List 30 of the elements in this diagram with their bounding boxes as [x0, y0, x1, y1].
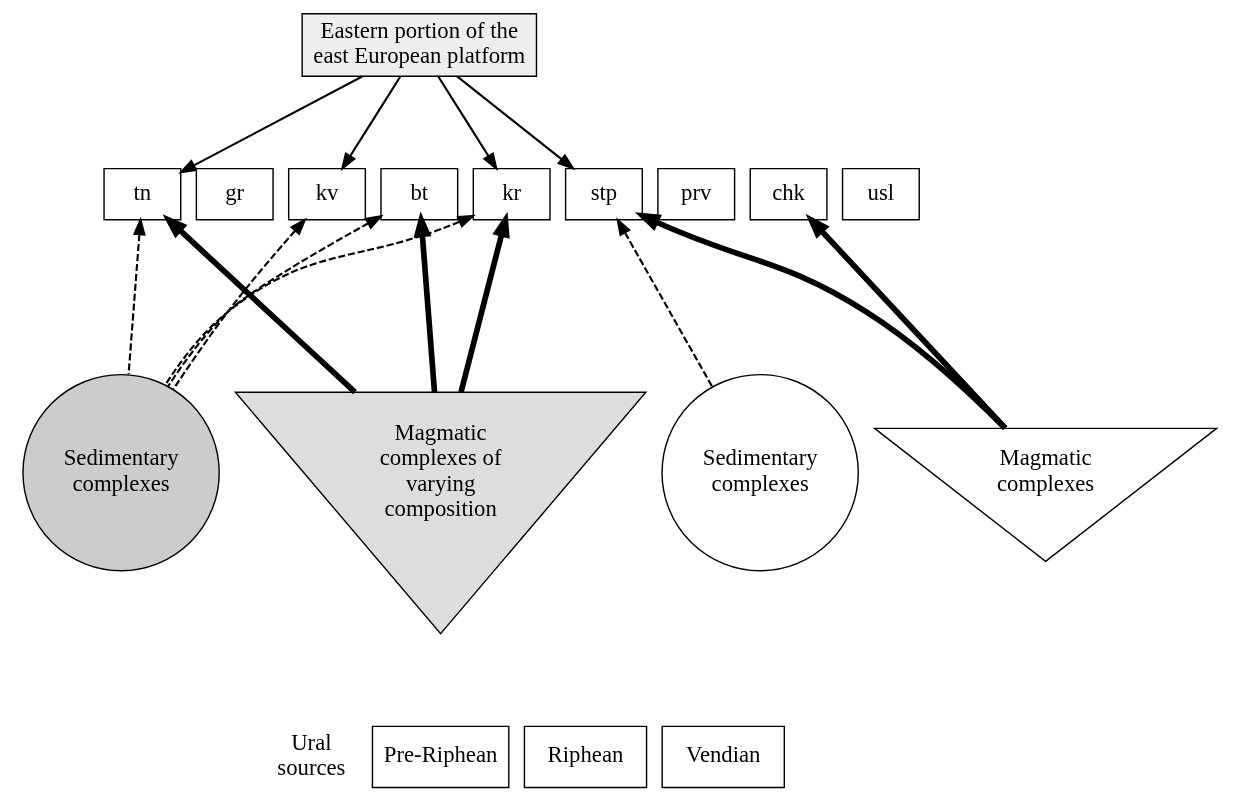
arrow [437, 76, 498, 171]
node-box: gr [195, 167, 274, 221]
arrow [172, 217, 307, 390]
node-circle: Sedimentary complexes [661, 373, 859, 572]
node-box: bt [380, 167, 459, 221]
arrow [162, 214, 357, 395]
node-box: chk [749, 167, 828, 221]
arrow [458, 211, 510, 393]
node-box: usl [841, 167, 920, 221]
node-box: kr [472, 167, 551, 221]
arrow [178, 75, 363, 174]
label: Ural sources [277, 729, 346, 781]
node-box: prv [657, 167, 736, 221]
arrow [616, 217, 714, 388]
node-box: stp [564, 167, 643, 221]
arrow [456, 75, 576, 171]
arrow [127, 216, 146, 375]
node-circle: Sedimentary complexes [22, 373, 220, 572]
arrow [805, 213, 1008, 431]
node-box: kv [287, 167, 367, 221]
node-box: Riphean [523, 725, 648, 789]
arrow [340, 76, 402, 171]
arrow [413, 211, 438, 393]
node-box: Vendian [661, 725, 785, 789]
node-box: Eastern portion of the east European platform [301, 13, 538, 77]
node-box: Pre-Riphean [371, 725, 510, 789]
node-box: tn [103, 167, 182, 221]
arrow [634, 212, 1007, 430]
arrow [167, 214, 384, 387]
arrow [164, 214, 476, 386]
